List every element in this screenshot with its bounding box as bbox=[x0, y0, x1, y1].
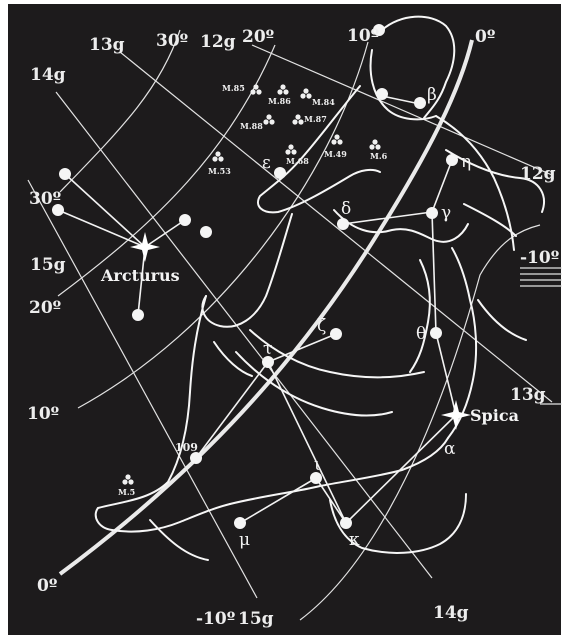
epsilon-label: ε bbox=[262, 153, 271, 173]
beta-label: β bbox=[427, 85, 437, 105]
tau-label: τ bbox=[263, 339, 272, 359]
cluster-label-m87: M.87 bbox=[304, 114, 327, 124]
dec20-left-label: 20º bbox=[29, 298, 61, 318]
zeta-label: ζ bbox=[317, 316, 326, 336]
star-mu bbox=[234, 517, 246, 529]
dec0-top-label: 0º bbox=[475, 27, 495, 47]
109-label: 109 bbox=[175, 441, 198, 454]
g13-right-label: 13g bbox=[510, 385, 546, 405]
cluster-label-m84: M.84 bbox=[312, 97, 335, 107]
star-kappa bbox=[340, 517, 352, 529]
decm10-bottom-label: -10º bbox=[196, 609, 235, 629]
star-bootes-a bbox=[59, 168, 71, 180]
dec20-top-label: 20º bbox=[242, 27, 274, 47]
delta-label: δ bbox=[341, 199, 351, 219]
dec30-left-label: 30º bbox=[29, 189, 61, 209]
decm10-right-label: -10º bbox=[520, 248, 559, 268]
g13-top-label: 13g bbox=[89, 35, 125, 55]
mu-label: μ bbox=[239, 530, 250, 550]
iota-label: ι bbox=[314, 455, 321, 475]
cluster-label-m5: M.5 bbox=[118, 487, 135, 497]
cluster-label-m86: M.86 bbox=[268, 96, 291, 106]
g12-right-label: 12g bbox=[520, 164, 556, 184]
alpha-label: α bbox=[444, 439, 456, 459]
gamma-label: γ bbox=[441, 203, 451, 223]
g12-top-label: 12g bbox=[200, 32, 236, 52]
cluster-label-m68: M.68 bbox=[286, 156, 309, 166]
dec10-top-label: 10º bbox=[347, 26, 379, 46]
cluster-label-m88: M.88 bbox=[240, 121, 263, 131]
g14-left-label: 14g bbox=[30, 65, 66, 85]
cluster-label-m6: M.6 bbox=[370, 151, 388, 161]
star-beta bbox=[414, 97, 426, 109]
g15-bottom-label: 15g bbox=[238, 609, 274, 629]
star-epsilon bbox=[274, 167, 286, 179]
star-bootes-d bbox=[200, 226, 212, 238]
g14-bottom-label: 14g bbox=[433, 603, 469, 623]
star-delta bbox=[337, 218, 349, 230]
star-eta bbox=[446, 154, 458, 166]
star-gamma bbox=[426, 207, 438, 219]
dec30-top-label: 30º bbox=[156, 31, 188, 51]
star-bootes-c bbox=[179, 214, 191, 226]
star-bootes-e bbox=[132, 309, 144, 321]
star-upper bbox=[376, 88, 388, 100]
cluster-label-m49: M.49 bbox=[324, 149, 347, 159]
theta-label: θ bbox=[416, 324, 426, 344]
arcturus-label: Arcturus bbox=[100, 266, 180, 285]
eta-label: η bbox=[461, 152, 471, 172]
star-theta bbox=[430, 327, 442, 339]
cluster-label-m85: M.85 bbox=[222, 83, 245, 93]
cluster-label-m53: M.53 bbox=[208, 166, 231, 176]
g15-left-label: 15g bbox=[30, 255, 66, 275]
star-zeta bbox=[330, 328, 342, 340]
spica-label: Spica bbox=[470, 406, 519, 425]
kappa-label: κ bbox=[349, 530, 360, 550]
dec10-left-label: 10º bbox=[27, 404, 59, 424]
dec0-bottom-label: 0º bbox=[37, 576, 57, 596]
